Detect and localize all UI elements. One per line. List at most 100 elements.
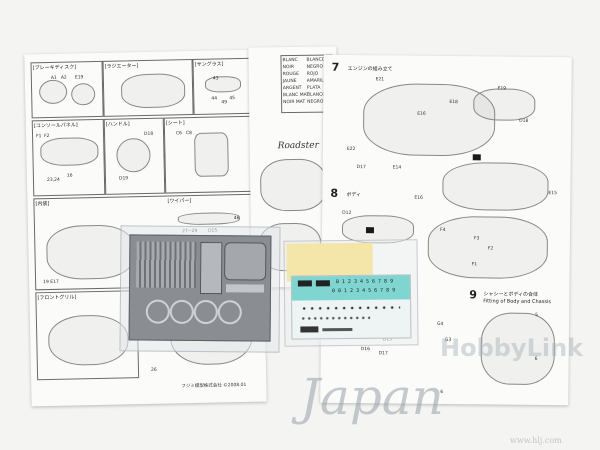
sunglasses-drawing [204, 75, 242, 93]
step-number: 9 [469, 288, 478, 302]
color-name: PLATA [306, 85, 321, 91]
decal-digits: 0 1 2 3 4 5 6 7 8 9 [335, 278, 394, 286]
decal-dots [300, 305, 401, 311]
part-label: E16 [417, 111, 426, 117]
part-label: 19 E17 [43, 279, 59, 286]
radiator-drawing [120, 73, 186, 109]
engine-part-drawing [473, 88, 536, 121]
part-label: 16 [66, 173, 73, 179]
decal-dots [300, 315, 371, 321]
box-title: [サングラス] [194, 61, 224, 68]
part-label: D12 [342, 210, 352, 217]
part-label: F2 [487, 246, 494, 252]
box-title: [シート] [165, 120, 185, 127]
console-drawing [40, 136, 99, 167]
part-label: 45 [229, 96, 236, 102]
part-label: 26 [150, 367, 157, 373]
part-label: C8 [185, 131, 193, 137]
etch-part-panel [224, 242, 267, 281]
color-name: ARGENT [282, 85, 302, 92]
part-label: F1 [471, 262, 478, 268]
sheet-footer: フジミ模型株式会社 ©2008.01 [181, 382, 247, 390]
part-label: D16 [360, 347, 370, 353]
part-label: E15 [548, 191, 557, 197]
part-label: 46 [233, 216, 240, 222]
decal-digits: 0 0 1 2 3 4 5 6 7 8 9 [331, 287, 396, 295]
box-title: [ハンドル] [105, 121, 130, 128]
etch-part-strip [225, 284, 265, 293]
step-subtitle: Fitting of Body and Chassis [483, 298, 551, 306]
seat-drawing [194, 132, 229, 177]
decal-bag: 0 1 2 3 4 5 6 7 8 9 0 0 1 2 3 4 5 6 7 8 … [283, 239, 419, 347]
decal-plate [297, 280, 312, 287]
front-bumper-drawing [47, 314, 129, 367]
photo-etch-fret [128, 234, 272, 342]
color-name: BLANCO [306, 57, 326, 63]
part-label: 43 [212, 76, 219, 82]
color-name: JAUNE [282, 78, 297, 85]
car-top-drawing [259, 158, 327, 212]
color-name: NEGRO [306, 64, 324, 70]
part-label: F1 [36, 134, 42, 140]
color-name: BLANC [282, 57, 298, 64]
part-label: E19 [74, 75, 84, 81]
part-label: D17 [356, 165, 366, 171]
part-label: C6 [175, 131, 183, 137]
color-name: ROJO [306, 71, 319, 77]
color-name: BLANC MAT [282, 92, 310, 99]
part-label: 49 [221, 100, 228, 106]
watermark-script: Japan [300, 368, 444, 426]
part-label: E18 [449, 100, 458, 106]
part-label: E19 [497, 86, 507, 92]
etch-part-wheel [217, 300, 242, 325]
box-title: [ラジエーター] [104, 63, 139, 70]
part-label: D19 [118, 176, 129, 182]
part-label: E22 [346, 146, 356, 153]
decal-plate [315, 280, 330, 287]
watermark-url: www.hlj.com [510, 436, 562, 445]
step-number: 7 [331, 60, 340, 74]
part-label: D18 [143, 131, 154, 138]
part-label: 5 [535, 312, 539, 318]
chassis-drawing [442, 161, 549, 212]
part-label: D18 [519, 118, 529, 124]
etch-part-grid [136, 241, 197, 288]
box-title: [フロントグリル] [37, 294, 77, 302]
part-label: 44 [211, 96, 218, 102]
etch-part-wheel [145, 299, 170, 324]
part-label: E14 [392, 165, 402, 171]
color-name: NOIR MAT [283, 99, 306, 106]
etch-part-wheel [169, 299, 194, 324]
step-title: ボディ [346, 191, 362, 199]
part-label: E21 [375, 77, 385, 83]
note-tag [472, 154, 482, 161]
color-name: NOIR [282, 64, 295, 71]
color-name: ROUGE [282, 71, 300, 78]
step-number: 8 [330, 186, 339, 200]
box-title: [ワイパー] [167, 198, 192, 205]
part-label: A2 [60, 75, 67, 81]
part-label: A1 [50, 75, 57, 81]
part-label: D17 [378, 351, 388, 357]
watermark-brand: HobbyLink [440, 334, 584, 362]
roadster-logo: Roadster [277, 140, 319, 152]
box-title: [ブレーキディスク] [32, 64, 77, 72]
part-label: G4 [436, 321, 444, 327]
box-title: [コンソールパネル] [33, 122, 78, 130]
note-tag [365, 227, 375, 234]
part-label: F2 [44, 133, 50, 140]
box-title: [内装] [35, 201, 50, 208]
decal-label [300, 326, 319, 333]
part-label: F4 [439, 227, 446, 233]
etch-part-panel [199, 242, 223, 295]
etch-part-wheel [193, 299, 218, 325]
decal-label [322, 327, 353, 332]
part-label: 23,24 [46, 177, 60, 184]
part-label: F3 [473, 236, 480, 242]
decal-sheet: 0 1 2 3 4 5 6 7 8 9 0 0 1 2 3 4 5 6 7 8 … [290, 274, 412, 340]
step-title: エンジンの組み立て [347, 65, 393, 73]
part-label: E16 [414, 195, 423, 201]
photo-etch-bag [119, 225, 281, 353]
step-title: シャシーとボディの合体 [483, 291, 539, 298]
